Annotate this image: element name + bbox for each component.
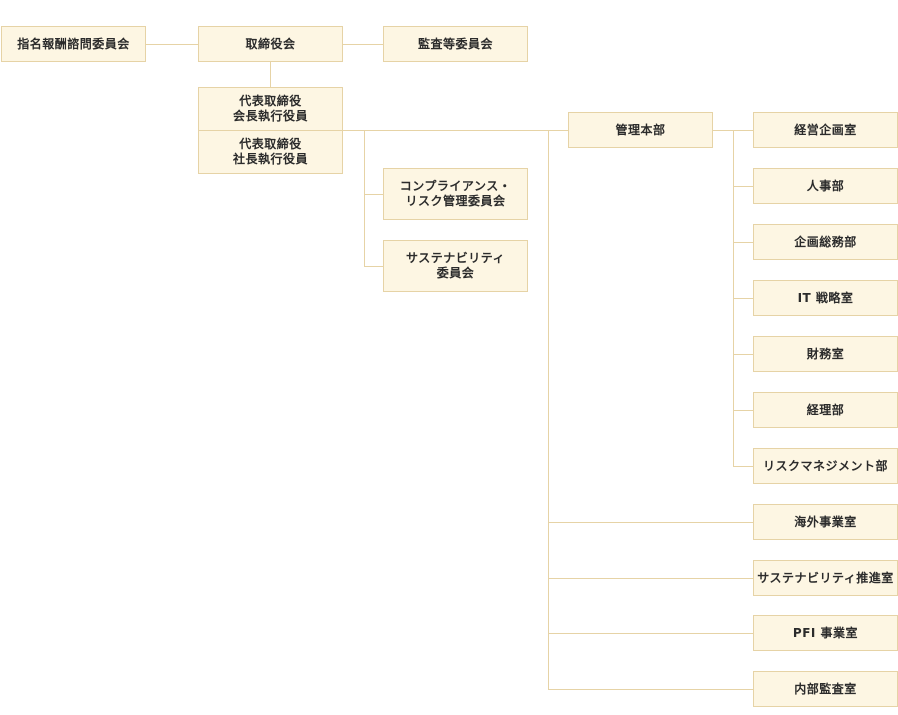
- executives-box: 代表取締役 会長執行役員 代表取締役 社長執行役員: [198, 87, 343, 174]
- connector-unit-3: [733, 298, 753, 299]
- connector-executives-main: [342, 130, 568, 131]
- connector-board-executives: [270, 61, 271, 87]
- president-role: 社長執行役員: [232, 152, 308, 166]
- connector-nomination-board: [145, 44, 198, 45]
- compliance-committee-line1: コンプライアンス・: [399, 179, 512, 193]
- direct-unit-box: 内部監査室: [753, 671, 898, 707]
- direct-unit-label: 海外事業室: [794, 514, 857, 529]
- management-unit-box: リスクマネジメント部: [753, 448, 898, 484]
- direct-unit-box: 海外事業室: [753, 504, 898, 540]
- management-unit-box: 経営企画室: [753, 112, 898, 148]
- sustainability-committee-line2: 委員会: [436, 266, 475, 280]
- management-unit-box: 経理部: [753, 392, 898, 428]
- compliance-committee-box: コンプライアンス・ リスク管理委員会: [383, 168, 528, 220]
- connector-committees-trunk: [364, 130, 365, 266]
- nomination-committee-box: 指名報酬諮問委員会: [1, 26, 146, 62]
- management-unit-label: IT 戦略室: [797, 290, 854, 305]
- management-unit-label: 財務室: [806, 346, 845, 361]
- chairman-role: 会長執行役員: [232, 109, 308, 123]
- connector-board-audit: [342, 44, 383, 45]
- direct-unit-label: PFI 事業室: [792, 625, 859, 640]
- connector-pfi: [548, 633, 753, 634]
- board-of-directors-label: 取締役会: [245, 36, 296, 51]
- connector-unit-0: [733, 130, 753, 131]
- connector-unit-2: [733, 242, 753, 243]
- management-unit-box: IT 戦略室: [753, 280, 898, 316]
- connector-unit-5: [733, 410, 753, 411]
- management-unit-box: 企画総務部: [753, 224, 898, 260]
- connector-sustainability-committee: [364, 266, 383, 267]
- connector-unit-1: [733, 186, 753, 187]
- connector-unit-4: [733, 354, 753, 355]
- management-unit-label: 経営企画室: [794, 122, 857, 137]
- president-cell: 代表取締役 社長執行役員: [199, 130, 342, 173]
- audit-committee-label: 監査等委員会: [417, 36, 493, 51]
- connector-compliance: [364, 194, 383, 195]
- connector-sustainability-office: [548, 578, 753, 579]
- connector-direct-trunk: [548, 130, 549, 690]
- board-of-directors-box: 取締役会: [198, 26, 343, 62]
- connector-internal-audit: [548, 689, 753, 690]
- sustainability-committee-box: サステナビリティ 委員会: [383, 240, 528, 292]
- management-hq-label: 管理本部: [615, 122, 666, 137]
- audit-committee-box: 監査等委員会: [383, 26, 528, 62]
- direct-unit-label: 内部監査室: [794, 681, 857, 696]
- connector-unit-6: [733, 466, 753, 467]
- compliance-committee-line2: リスク管理委員会: [405, 194, 506, 208]
- nomination-committee-label: 指名報酬諮問委員会: [17, 36, 130, 51]
- management-unit-label: 経理部: [806, 402, 845, 417]
- management-hq-box: 管理本部: [568, 112, 713, 148]
- management-unit-box: 財務室: [753, 336, 898, 372]
- management-unit-label: 人事部: [806, 178, 845, 193]
- connector-overseas: [548, 522, 753, 523]
- direct-unit-box: サステナビリティ推進室: [753, 560, 898, 596]
- connector-hq-trunk: [712, 130, 734, 131]
- sustainability-committee-line1: サステナビリティ: [405, 251, 506, 265]
- president-title: 代表取締役: [239, 137, 302, 151]
- chairman-title: 代表取締役: [239, 94, 302, 108]
- management-unit-label: 企画総務部: [794, 234, 857, 249]
- direct-unit-box: PFI 事業室: [753, 615, 898, 651]
- management-unit-box: 人事部: [753, 168, 898, 204]
- chairman-cell: 代表取締役 会長執行役員: [199, 88, 342, 130]
- management-unit-label: リスクマネジメント部: [762, 458, 888, 473]
- direct-unit-label: サステナビリティ推進室: [757, 570, 894, 585]
